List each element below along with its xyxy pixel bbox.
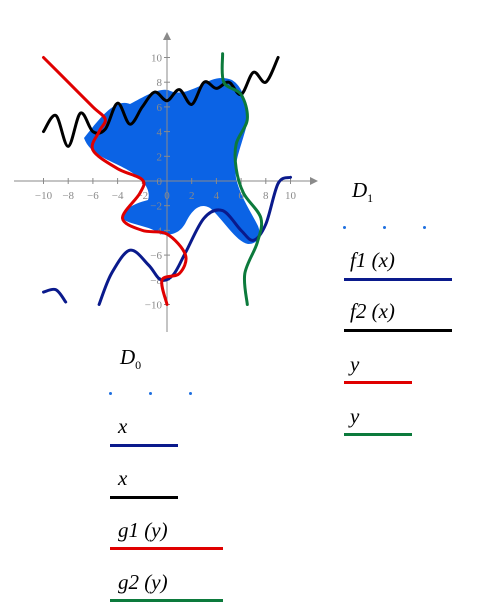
legend-right-entry-1-label: f1 (x) [350,248,395,272]
legend-right-entry-3-label: y [350,352,360,376]
series-line-2 [97,175,292,306]
legend-left-entry-1-line [110,444,178,447]
legend-right-entry-1-line [344,278,452,281]
legend-right-entry-4-line [344,433,412,436]
domain-dots-d0 [109,390,194,398]
x-tick-label: 8 [263,190,269,202]
domain-label-d0: D0 [120,345,142,373]
y-tick-label: 10 [151,53,163,65]
x-tick-label: 2 [189,190,195,202]
x-tick-label: 0 [164,190,170,202]
y-tick-label: 4 [157,127,163,139]
legend-left-entry-4-line [110,599,223,602]
legend-left-entry-3-line [110,547,223,550]
y-axis-arrow [163,32,171,40]
x-tick-label: −10 [35,190,53,202]
y-tick-label: 8 [157,77,163,89]
x-axis-arrow [310,177,318,185]
legend-left-entry-3-label: g1 (y) [118,518,168,542]
series-line-4 [42,56,188,306]
x-tick-label: −4 [112,190,124,202]
legend-right-entry-2-label: f2 (x) [350,299,395,323]
legend-left-entry-4-label: g2 (y) [118,570,168,594]
legend-right-entry-4-label: y [350,404,360,428]
domain-dots-d1 [343,224,428,232]
y-tick-label: −2 [150,201,162,213]
y-tick-label: 2 [157,151,163,163]
y-tick-label: −6 [150,250,162,262]
x-tick-label: 4 [214,190,220,202]
series-layer [42,52,292,306]
series-line-5 [220,52,264,306]
y-tick-label: −10 [145,300,163,312]
x-tick-label: 10 [285,190,297,202]
x-tick-label: 6 [238,190,244,202]
domain-label-d1: D1 [352,178,374,206]
legend-right-entry-3-line [344,381,412,384]
series-line-1 [42,287,68,304]
y-tick-label: 6 [157,102,163,114]
x-tick-label: −8 [62,190,74,202]
x-tick-label: −2 [136,190,148,202]
legend-left-entry-2-line [110,496,178,499]
legend-right-entry-2-line [344,329,452,332]
x-tick-label: −6 [87,190,99,202]
legend-left-entry-2-label: x [118,466,128,490]
legend-left-entry-1-label: x [118,414,128,438]
y-tick-label: 0 [157,176,163,188]
